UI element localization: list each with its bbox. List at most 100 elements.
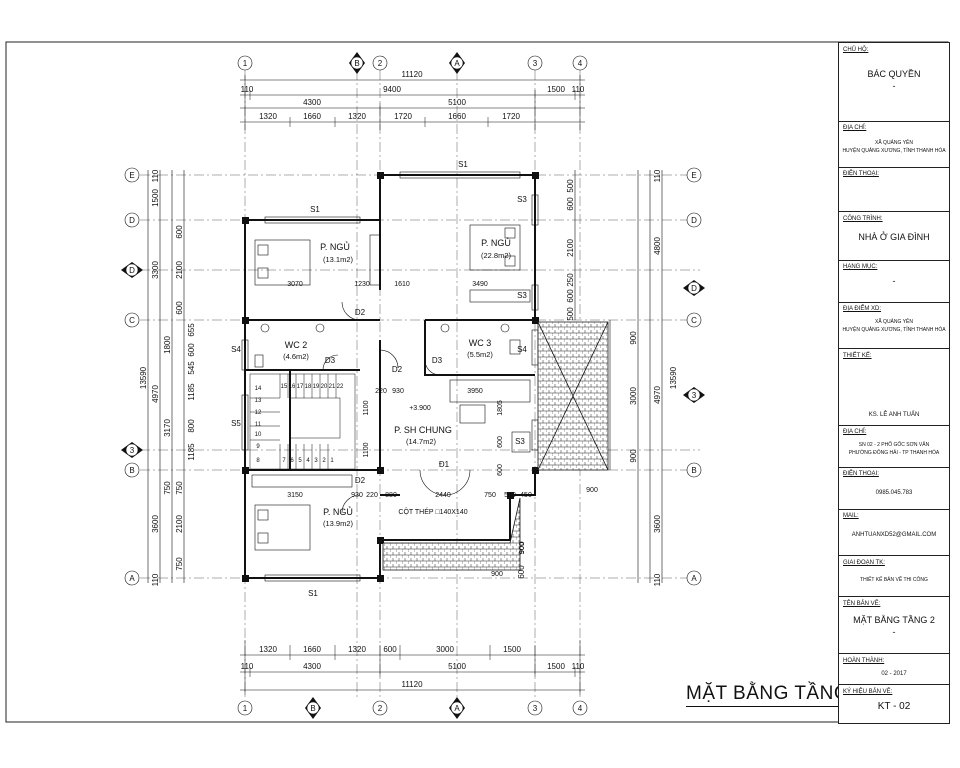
stair-7: 7: [282, 458, 286, 464]
stage-section: GIAI ĐOẠN TK: THIẾT KẾ BẢN VẼ THI CÔNG: [839, 556, 949, 597]
stage-label: GIAI ĐOẠN TK:: [843, 560, 885, 566]
stair-9: 9: [256, 444, 260, 450]
label-s4-a: S4: [231, 345, 241, 354]
stair-1: 1: [330, 458, 334, 464]
dim-left-mid-1: 4970: [151, 385, 160, 403]
dim-left-mid-2: 3600: [151, 515, 160, 533]
top-dimension-lines: [240, 75, 585, 130]
designer-section: THIẾT KẾ: KS. LÊ ANH TUẤN ĐỊA CHỈ: SN 02…: [839, 349, 949, 556]
label-d3-a: D3: [325, 356, 336, 365]
grid-bubble-left-7-label: A: [129, 574, 135, 583]
dim-inner-1230: 1230: [354, 281, 370, 288]
dim-bottom-row1-1: 1320: [259, 645, 277, 654]
project-name: NHÀ Ở GIA ĐÌNH: [858, 232, 930, 242]
done-label: HOÀN THÀNH:: [843, 658, 885, 664]
dim-right-inner-6: 600: [566, 289, 575, 303]
site-label: ĐỊA ĐIỂM XD:: [843, 306, 882, 312]
dim-inner-900a: 900: [586, 487, 598, 494]
dim-inner-500: 500: [504, 492, 516, 499]
dim-bottom-row1-5: 3000: [436, 645, 454, 654]
grid-bubbles-bottom: 1 B 2 A 3 4: [237, 697, 588, 719]
grid-bubble-bottom-2-label: B: [310, 704, 315, 713]
drawing-title: MẶT BẰNG TẦNG 2: [686, 683, 866, 707]
grid-bubble-top-6: [572, 55, 588, 71]
dim-bottom-row2-2: 4300: [303, 662, 321, 671]
title-block: CHỦ HỘ: BÁC QUYỀN - ĐỊA CHỈ: XÃ QUẢNG YÊ…: [838, 42, 950, 724]
grid-bubble-bottom-4: [450, 701, 464, 715]
site-address: XÃ QUẢNG YÊN HUYỆN QUẢNG XƯƠNG, TỈNH THA…: [842, 319, 946, 333]
label-s3-a: S3: [517, 195, 527, 204]
dim-top-row4-3: 1320: [348, 112, 366, 121]
dim-right-inner-3: 600: [566, 197, 575, 211]
stair-5: 5: [298, 458, 302, 464]
dim-inner-600b: 600: [497, 464, 504, 476]
dim-right-inner-5: 250: [566, 273, 575, 287]
dim-inner-450: 450: [520, 492, 532, 499]
dim-bottom-row1-3: 1320: [348, 645, 366, 654]
label-s5: S5: [231, 419, 241, 428]
stair-6: 6: [290, 458, 294, 464]
dim-left-fine-2: 600: [175, 225, 184, 239]
dim-left-fine-11: 750: [175, 481, 184, 495]
design-address-label: ĐỊA CHỈ:: [843, 429, 867, 435]
stair-11: 11: [255, 422, 262, 428]
dim-right-outer: 13590: [669, 366, 678, 389]
grid-bubble-top-4-label: A: [454, 59, 460, 68]
dim-inner-900c: 900: [519, 542, 526, 554]
owner-address: XÃ QUẢNG YÊN HUYỆN QUẢNG XƯƠNG, TỈNH THA…: [842, 140, 946, 154]
dim-top-row2-2: 9400: [383, 85, 401, 94]
grid-bubble-left-6: [124, 462, 140, 478]
dim-top-row2-4: 110: [572, 85, 585, 94]
label-d2-a: D2: [355, 308, 366, 317]
stair-17: 17: [297, 384, 304, 390]
label-level: +3.900: [409, 405, 431, 412]
grid-bubble-left-5-label: 3: [130, 446, 135, 455]
dim-top-row3-2: 5100: [448, 98, 466, 107]
room-bedroom-3-name: P. NGỦ: [323, 506, 353, 517]
dim-right-inner-13: 110: [653, 573, 662, 586]
grid-bubble-right-3-label: D: [691, 284, 697, 293]
dim-right-inner-7: 500: [566, 307, 575, 321]
dim-inner-1805: 1805: [497, 400, 504, 416]
room-wc3-name: WC 3: [469, 338, 492, 348]
stair-14: 14: [255, 386, 262, 392]
grid-bubble-bottom-5: [527, 700, 543, 716]
dim-inner-3070: 3070: [287, 281, 303, 288]
room-wc3-area: (5.5m2): [467, 350, 493, 359]
grid-bubble-top-3-label: 2: [378, 59, 383, 68]
grid-bubble-right-4: [686, 312, 702, 328]
dim-left-inner-3: 1800: [163, 336, 172, 354]
stair-13: 13: [255, 398, 262, 404]
grid-bubble-right-6-label: B: [691, 466, 696, 475]
grid-bubbles-top: 1 B 2 A 3 4: [237, 52, 588, 74]
grid-bubble-right-7: [686, 570, 702, 586]
dim-right-inner-9: 3000: [629, 387, 638, 405]
dim-left-outer: 13590: [139, 366, 148, 389]
dim-inner-1610: 1610: [394, 281, 410, 288]
furniture: [251, 224, 531, 551]
drawing-name: MẶT BẰNG TẦNG 2: [853, 615, 935, 625]
owner-dash: -: [892, 81, 896, 91]
grid-bubble-left-1-label: E: [129, 171, 134, 180]
grid-bubble-left-5: [125, 443, 139, 457]
windows: [241, 171, 539, 582]
grid-bubble-bottom-2: [306, 701, 320, 715]
grid-bubble-bottom-1: [237, 700, 253, 716]
stair-21: 21: [329, 384, 336, 390]
project-label: CÔNG TRÌNH:: [843, 216, 883, 222]
room-bedroom-1-area: (13.1m2): [323, 255, 354, 264]
dim-top-row3-1: 4300: [303, 98, 321, 107]
stair-22: 22: [337, 384, 344, 390]
dim-bottom-row1-2: 1660: [303, 645, 321, 654]
grid-bubble-bottom-1-label: 1: [243, 704, 248, 713]
dim-left-fine-7: 545: [187, 361, 196, 375]
grid-bubble-left-7: [124, 570, 140, 586]
code-label: KÝ HIỆU BẢN VẼ:: [843, 689, 893, 695]
grid-bubble-left-1: [124, 167, 140, 183]
grid-bubble-right-1: [686, 167, 702, 183]
dim-left-fine-8: 1185: [187, 383, 196, 401]
stair-16: 16: [289, 384, 296, 390]
dim-left-fine-14: 110: [151, 573, 160, 586]
done-section: HOÀN THÀNH: 02 - 2017: [839, 654, 949, 685]
dim-right-inner-10: 900: [629, 449, 638, 463]
